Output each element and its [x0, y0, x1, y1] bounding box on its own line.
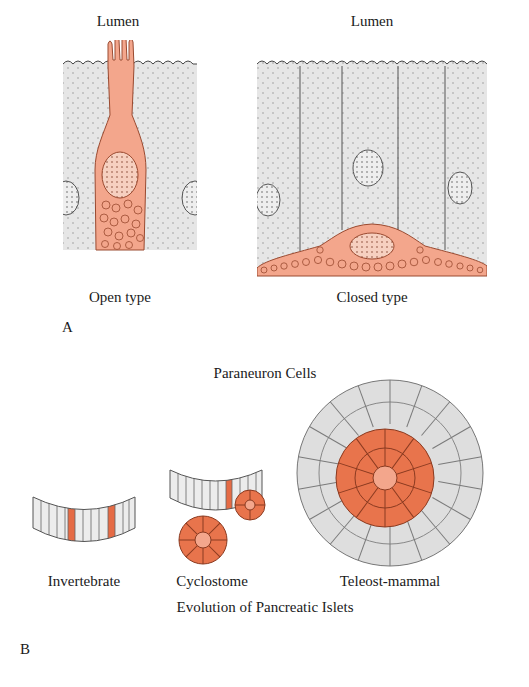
cyclostome-islet	[179, 516, 227, 564]
teleost-mammal-islet	[297, 380, 483, 566]
panel-letter: B	[20, 640, 30, 658]
group-label: Cyclostome	[176, 572, 248, 590]
panel-letter: A	[62, 318, 73, 336]
invertebrate-epithelium	[30, 480, 140, 570]
panel-heading: Paraneuron Cells	[214, 364, 317, 382]
group-label: Teleost-mammal	[340, 572, 441, 590]
cell-type-label: Open type	[89, 288, 151, 306]
closed-type-epithelium	[257, 61, 487, 276]
open-type-epithelium	[63, 40, 197, 250]
lumen-label: Lumen	[351, 12, 394, 30]
cell-type-label: Closed type	[336, 288, 407, 306]
lumen-label: Lumen	[97, 12, 140, 30]
panel-caption: Evolution of Pancreatic Islets	[176, 598, 353, 616]
group-label: Invertebrate	[48, 572, 120, 590]
